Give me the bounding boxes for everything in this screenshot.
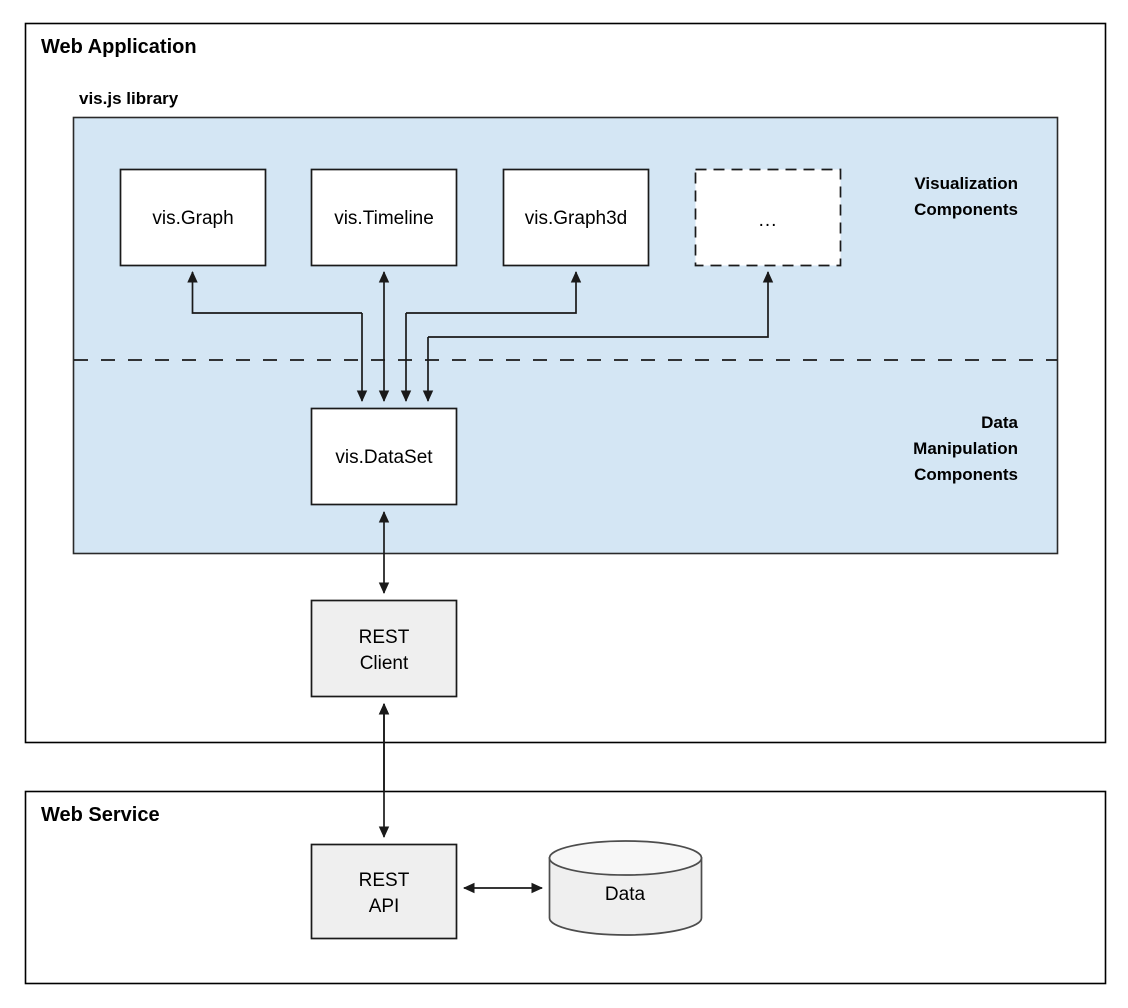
vis-timeline-label: vis.Timeline (334, 208, 434, 229)
visualization-label-line1: Visualization (914, 174, 1018, 193)
connector-dataset-to-vis-graph3d (406, 270, 582, 314)
web-application-title: Web Application (41, 36, 197, 58)
vis-graph3d-label: vis.Graph3d (525, 208, 627, 229)
data-manipulation-label-line2: Manipulation (913, 439, 1018, 458)
more-components-box[interactable] (694, 168, 842, 267)
data-manipulation-components-label: Data Manipulation Components (913, 413, 1018, 484)
connector-dataset-to-more (428, 270, 774, 338)
rest-api-box[interactable] (310, 843, 458, 940)
visualization-components-label: Visualization Components (914, 174, 1018, 219)
node-vis-dataset[interactable]: vis.DataSet (310, 407, 458, 506)
rest-client-label-line1: REST (359, 627, 410, 648)
vis-js-library-panel: vis.js library Visualization Components … (72, 89, 1059, 555)
rest-api-label-line1: REST (359, 870, 410, 891)
more-components-label: ... (759, 210, 778, 231)
visualization-label-line2: Components (914, 200, 1018, 219)
data-manipulation-label-line3: Components (914, 465, 1018, 484)
data-cylinder-body[interactable] (548, 857, 703, 936)
node-data-store[interactable]: Data (548, 840, 703, 936)
data-cylinder-top (548, 840, 703, 876)
web-service-title: Web Service (41, 804, 160, 826)
vis-dataset-label: vis.DataSet (335, 447, 433, 468)
node-more-components[interactable]: ... (694, 168, 842, 267)
rest-api-label-line2: API (369, 896, 400, 917)
vis-graph-box[interactable] (119, 168, 267, 267)
vis-js-library-title: vis.js library (79, 89, 179, 108)
data-store-label: Data (605, 884, 646, 905)
node-vis-graph3d[interactable]: vis.Graph3d (502, 168, 650, 267)
vis-graph-label: vis.Graph (152, 208, 233, 229)
vis-dataset-box[interactable] (310, 407, 458, 506)
node-rest-client[interactable]: REST Client (310, 599, 458, 698)
rest-client-box[interactable] (310, 599, 458, 698)
rest-client-label-line2: Client (360, 653, 409, 674)
vis-graph3d-box[interactable] (502, 168, 650, 267)
connector-dataset-to-vis-graph (187, 270, 362, 314)
node-rest-api[interactable]: REST API (310, 843, 458, 940)
data-manipulation-label-line1: Data (981, 413, 1018, 432)
node-vis-graph[interactable]: vis.Graph (119, 168, 267, 267)
vis-timeline-box[interactable] (310, 168, 458, 267)
node-vis-timeline[interactable]: vis.Timeline (310, 168, 458, 267)
